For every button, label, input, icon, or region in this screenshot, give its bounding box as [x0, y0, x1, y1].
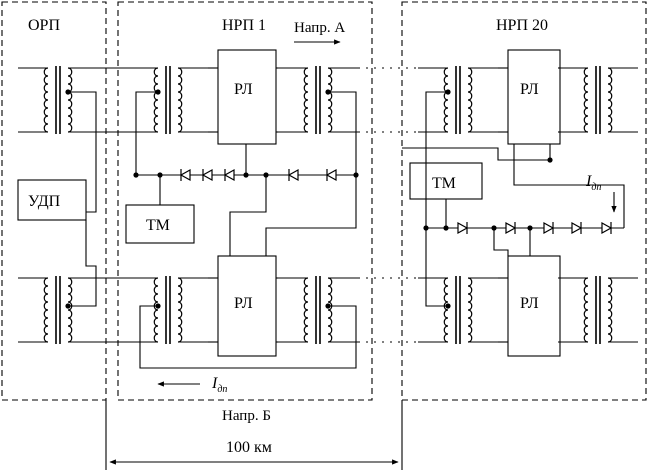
label-rl-nrp1-top: РЛ	[234, 81, 253, 98]
label-rl-nrp1-bottom: РЛ	[234, 295, 253, 312]
label-distance: 100 км	[226, 439, 272, 456]
label-tm-nrp20: ТМ	[432, 175, 456, 192]
label-current-nrp20: Iдп	[585, 173, 601, 193]
label-current-nrp1: Iдп	[211, 375, 227, 395]
orp-frame	[1, 1, 107, 401]
transformer-nrp1-top-right	[278, 66, 358, 134]
transformer-nrp1-top-left	[128, 66, 208, 134]
rl-nrp20-bottom	[507, 255, 561, 357]
orp-feed-bottom	[68, 220, 97, 307]
transformer-nrp20-top-left	[418, 66, 498, 134]
transformer-orp-bottom	[18, 276, 98, 344]
label-nrp20: НРП 20	[496, 17, 548, 34]
transformer-nrp20-top-right	[558, 66, 638, 134]
label-nrp1: НРП 1	[222, 17, 266, 34]
label-dir-a: Напр. А	[294, 20, 345, 36]
label-rl-nrp20-bottom: РЛ	[520, 295, 539, 312]
orp-feed-top	[68, 91, 97, 213]
tm-box-nrp1	[125, 204, 195, 244]
udp-box	[17, 179, 87, 221]
label-rl-nrp20-top: РЛ	[520, 81, 539, 98]
label-tm-nrp1: ТМ	[146, 217, 170, 234]
transformer-nrp20-bottom-right	[558, 276, 638, 344]
rl-nrp1-bottom	[217, 255, 277, 357]
nrp20-frame	[401, 1, 647, 401]
transformer-nrp1-bottom-right	[278, 276, 358, 344]
transformer-orp-top	[18, 66, 98, 134]
rl-nrp20-top	[507, 49, 561, 145]
transformer-nrp20-bottom-left	[418, 276, 498, 344]
junction-dots	[65, 89, 553, 309]
rl-nrp1-top	[217, 49, 277, 145]
label-dir-b: Напр. Б	[222, 408, 271, 424]
nrp1-frame	[117, 1, 373, 401]
label-orp: ОРП	[28, 17, 60, 34]
label-udp: УДП	[28, 193, 61, 210]
